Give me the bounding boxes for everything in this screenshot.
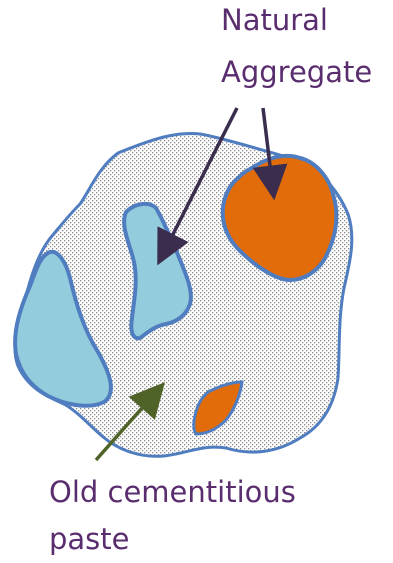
natural-aggregate-label-line2: Aggregate — [221, 55, 372, 90]
natural-aggregate-label-line1: Natural — [221, 3, 328, 38]
old-paste-label-line1: Old cementitious — [49, 475, 296, 510]
old-paste-label-line2: paste — [49, 522, 130, 557]
